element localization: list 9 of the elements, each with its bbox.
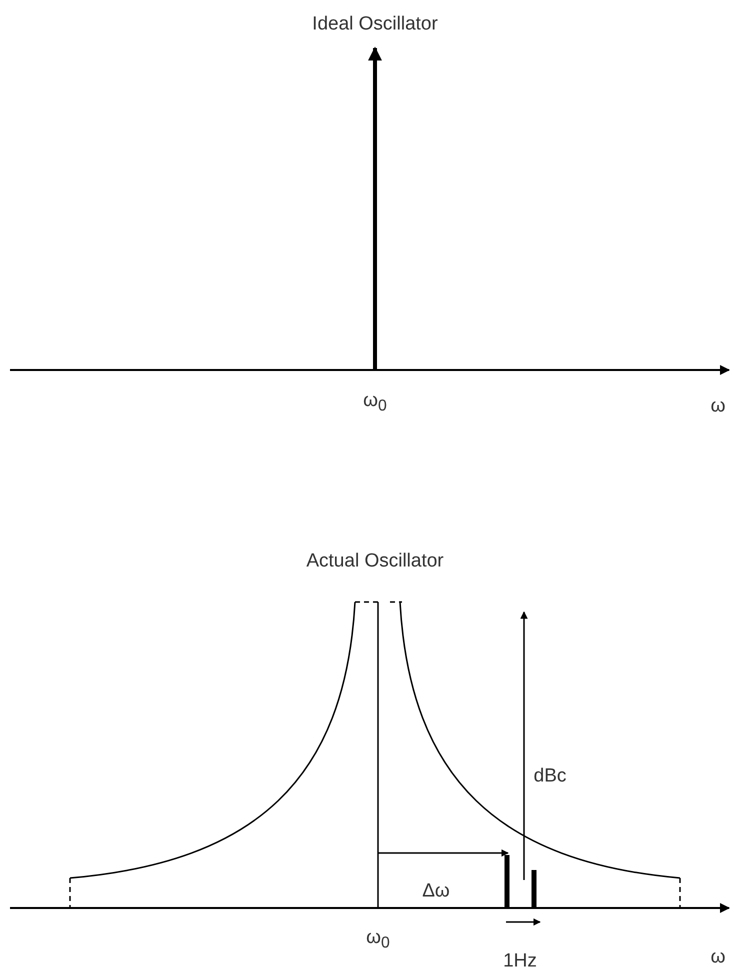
bandwidth-label: 1Hz: [503, 952, 537, 972]
axis-label: ω: [710, 396, 726, 418]
plot-title: Ideal Oscillator: [312, 14, 438, 36]
plot-title: Actual Oscillator: [306, 552, 444, 572]
axis-label: ω$_{0}$: [363, 390, 387, 416]
axis-label: ω: [710, 948, 726, 968]
axis-label: ω$_{0}$: [366, 928, 390, 952]
offset-label: Δω: [422, 882, 450, 902]
axis-label: dBc: [534, 766, 566, 788]
